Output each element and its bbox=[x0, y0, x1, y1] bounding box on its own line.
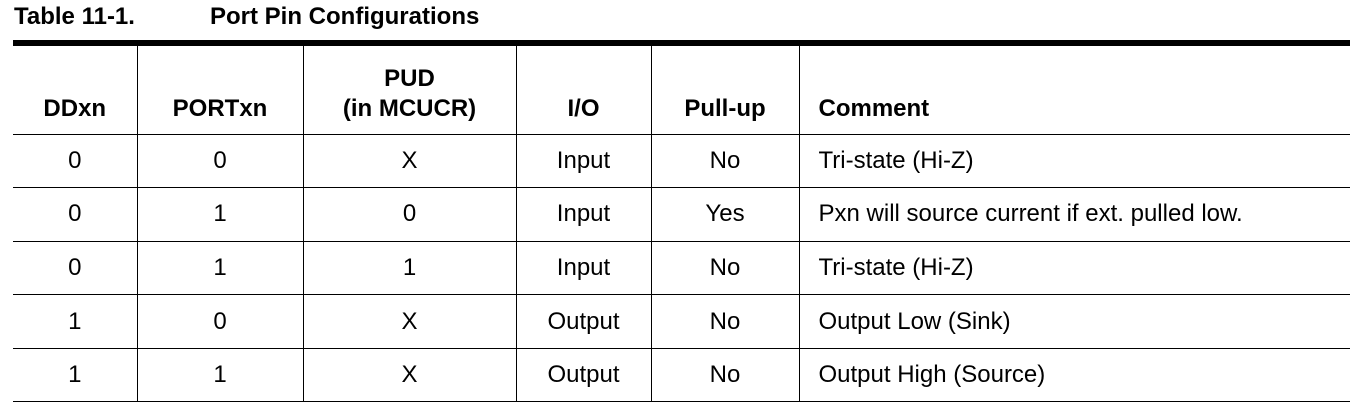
port-pin-table-container: DDxn PORTxn PUD(in MCUCR) I/O Pull-up Co… bbox=[13, 40, 1350, 403]
cell-pull-up: Yes bbox=[650, 187, 800, 242]
cell-comment: Tri-state (Hi-Z) bbox=[798, 240, 1350, 296]
cell-io: Input bbox=[515, 187, 652, 242]
cell-pull-up: No bbox=[650, 294, 800, 349]
port-pin-configurations-table: DDxn PORTxn PUD(in MCUCR) I/O Pull-up Co… bbox=[13, 46, 1350, 403]
cell-io: Output bbox=[515, 347, 652, 403]
cell-ddxn: 0 bbox=[13, 187, 138, 242]
cell-pud: 0 bbox=[302, 187, 517, 242]
table-row: 1 1 X Output No Output High (Source) bbox=[13, 347, 1350, 403]
cell-comment: Tri-state (Hi-Z) bbox=[798, 133, 1350, 189]
cell-pud: X bbox=[302, 347, 517, 403]
cell-pull-up: No bbox=[650, 240, 800, 296]
table-row: 0 1 0 Input Yes Pxn will source current … bbox=[13, 187, 1350, 242]
cell-portxn: 1 bbox=[136, 187, 304, 242]
cell-io: Output bbox=[515, 294, 652, 349]
table-row: 0 1 1 Input No Tri-state (Hi-Z) bbox=[13, 240, 1350, 296]
cell-comment: Output High (Source) bbox=[798, 347, 1350, 403]
cell-portxn: 1 bbox=[136, 240, 304, 296]
cell-pull-up: No bbox=[650, 133, 800, 189]
cell-pud: 1 bbox=[302, 240, 517, 296]
header-portxn: PORTxn bbox=[136, 46, 304, 135]
cell-portxn: 0 bbox=[136, 133, 304, 189]
header-comment: Comment bbox=[798, 46, 1350, 135]
header-ddxn: DDxn bbox=[13, 46, 138, 135]
cell-io: Input bbox=[515, 133, 652, 189]
cell-portxn: 1 bbox=[136, 347, 304, 403]
cell-pud: X bbox=[302, 133, 517, 189]
table-row: 1 0 X Output No Output Low (Sink) bbox=[13, 294, 1350, 349]
cell-comment: Pxn will source current if ext. pulled l… bbox=[798, 187, 1350, 242]
table-caption: Table 11-1. Port Pin Configurations bbox=[14, 2, 479, 32]
cell-portxn: 0 bbox=[136, 294, 304, 349]
cell-comment: Output Low (Sink) bbox=[798, 294, 1350, 349]
header-pull-up: Pull-up bbox=[650, 46, 800, 135]
table-row: 0 0 X Input No Tri-state (Hi-Z) bbox=[13, 133, 1350, 189]
cell-io: Input bbox=[515, 240, 652, 296]
header-pud: PUD(in MCUCR) bbox=[302, 46, 517, 135]
cell-ddxn: 0 bbox=[13, 133, 138, 189]
table-number: Table 11-1. bbox=[14, 3, 135, 30]
cell-ddxn: 1 bbox=[13, 294, 138, 349]
cell-ddxn: 0 bbox=[13, 240, 138, 296]
table-header-row: DDxn PORTxn PUD(in MCUCR) I/O Pull-up Co… bbox=[13, 46, 1350, 135]
header-io: I/O bbox=[515, 46, 652, 135]
table-title: Port Pin Configurations bbox=[210, 3, 480, 30]
cell-pud: X bbox=[302, 294, 517, 349]
cell-ddxn: 1 bbox=[13, 347, 138, 403]
cell-pull-up: No bbox=[650, 347, 800, 403]
